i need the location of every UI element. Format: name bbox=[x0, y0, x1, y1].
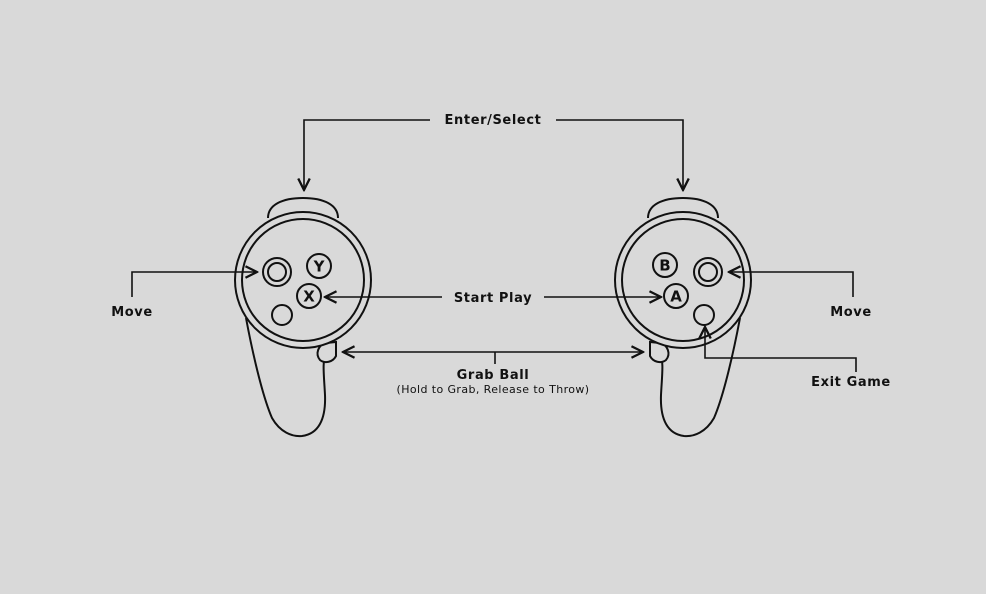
left-menu-button bbox=[271, 304, 293, 326]
left-top-trigger bbox=[267, 196, 339, 219]
move-right-arrow bbox=[729, 272, 854, 297]
b-button bbox=[652, 252, 678, 278]
enter-select-label: Enter/Select bbox=[445, 113, 542, 128]
x-button bbox=[296, 283, 322, 309]
start-play-label: Start Play bbox=[454, 291, 532, 306]
move-right-label: Move bbox=[830, 305, 872, 320]
move-left-callout: Move bbox=[111, 272, 257, 320]
right-controller-ring-inner bbox=[621, 218, 745, 342]
left-controller: Y X bbox=[234, 196, 372, 438]
enter-select-arrow-left bbox=[304, 119, 430, 190]
left-thumbstick-inner bbox=[267, 262, 287, 282]
move-left-label: Move bbox=[111, 305, 153, 320]
y-button-label: Y bbox=[313, 258, 326, 276]
a-button-label: A bbox=[670, 288, 682, 306]
left-controller-ring-inner bbox=[241, 218, 365, 342]
enter-select-arrow-right bbox=[556, 119, 683, 190]
right-thumbstick-icon bbox=[693, 257, 723, 287]
x-button-label: X bbox=[303, 288, 315, 306]
b-button-label: B bbox=[659, 257, 670, 275]
exit-game-label: Exit Game bbox=[811, 375, 891, 390]
exit-game-callout: Exit Game bbox=[705, 327, 891, 390]
right-home-button bbox=[693, 304, 715, 326]
grab-ball-callout: Grab Ball (Hold to Grab, Release to Thro… bbox=[343, 352, 643, 396]
right-controller: B A bbox=[614, 196, 752, 438]
left-controller-ring bbox=[234, 211, 372, 349]
left-thumbstick-icon bbox=[262, 257, 292, 287]
right-grip-trigger bbox=[649, 340, 670, 364]
y-button bbox=[306, 253, 332, 279]
grab-ball-label: Grab Ball bbox=[457, 368, 530, 383]
left-grip-trigger bbox=[316, 340, 337, 364]
right-controller-ring bbox=[614, 211, 752, 349]
move-left-arrow bbox=[131, 272, 257, 297]
enter-select-callout: Enter/Select bbox=[304, 113, 683, 190]
a-button bbox=[663, 283, 689, 309]
grab-ball-sublabel: (Hold to Grab, Release to Throw) bbox=[397, 383, 590, 396]
right-top-trigger bbox=[647, 196, 719, 219]
exit-game-arrow bbox=[705, 327, 857, 372]
move-right-callout: Move bbox=[729, 272, 872, 320]
start-play-callout: Start Play bbox=[325, 291, 661, 306]
right-thumbstick-inner bbox=[698, 262, 718, 282]
